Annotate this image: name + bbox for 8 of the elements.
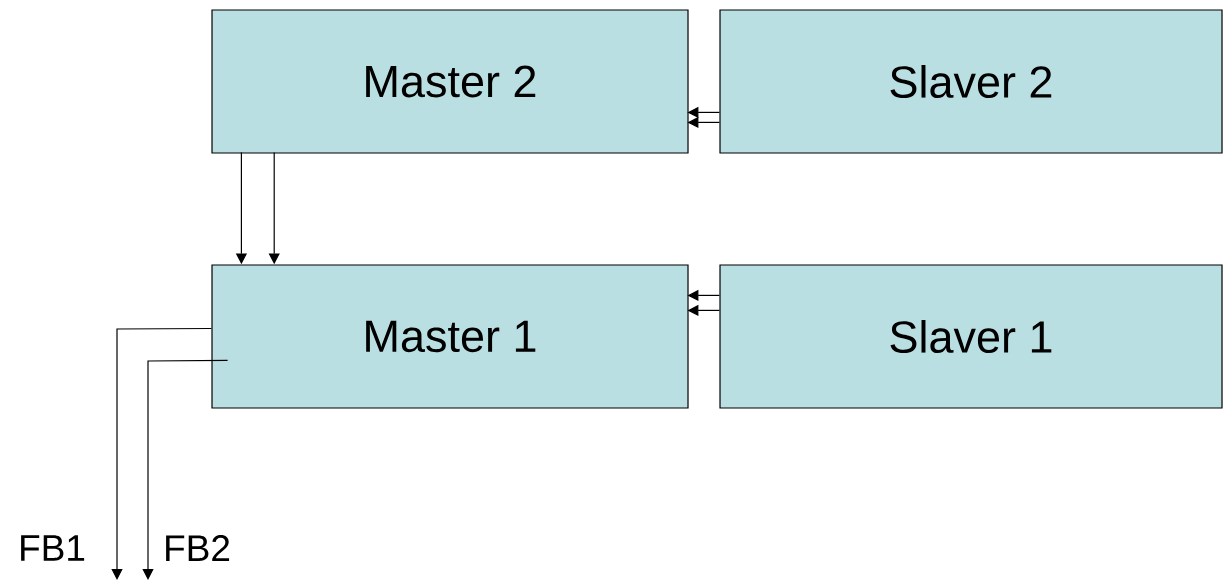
edge-label: FB2 bbox=[162, 534, 232, 562]
process-box: Master 1 bbox=[211, 264, 689, 409]
process-box: Slaver 2 bbox=[719, 9, 1223, 154]
process-box: Master 2 bbox=[211, 9, 689, 154]
arrow bbox=[111, 327, 212, 580]
edge-label: FB1 bbox=[17, 534, 87, 562]
process-box: Slaver 1 bbox=[719, 264, 1223, 409]
arrow bbox=[142, 359, 229, 580]
